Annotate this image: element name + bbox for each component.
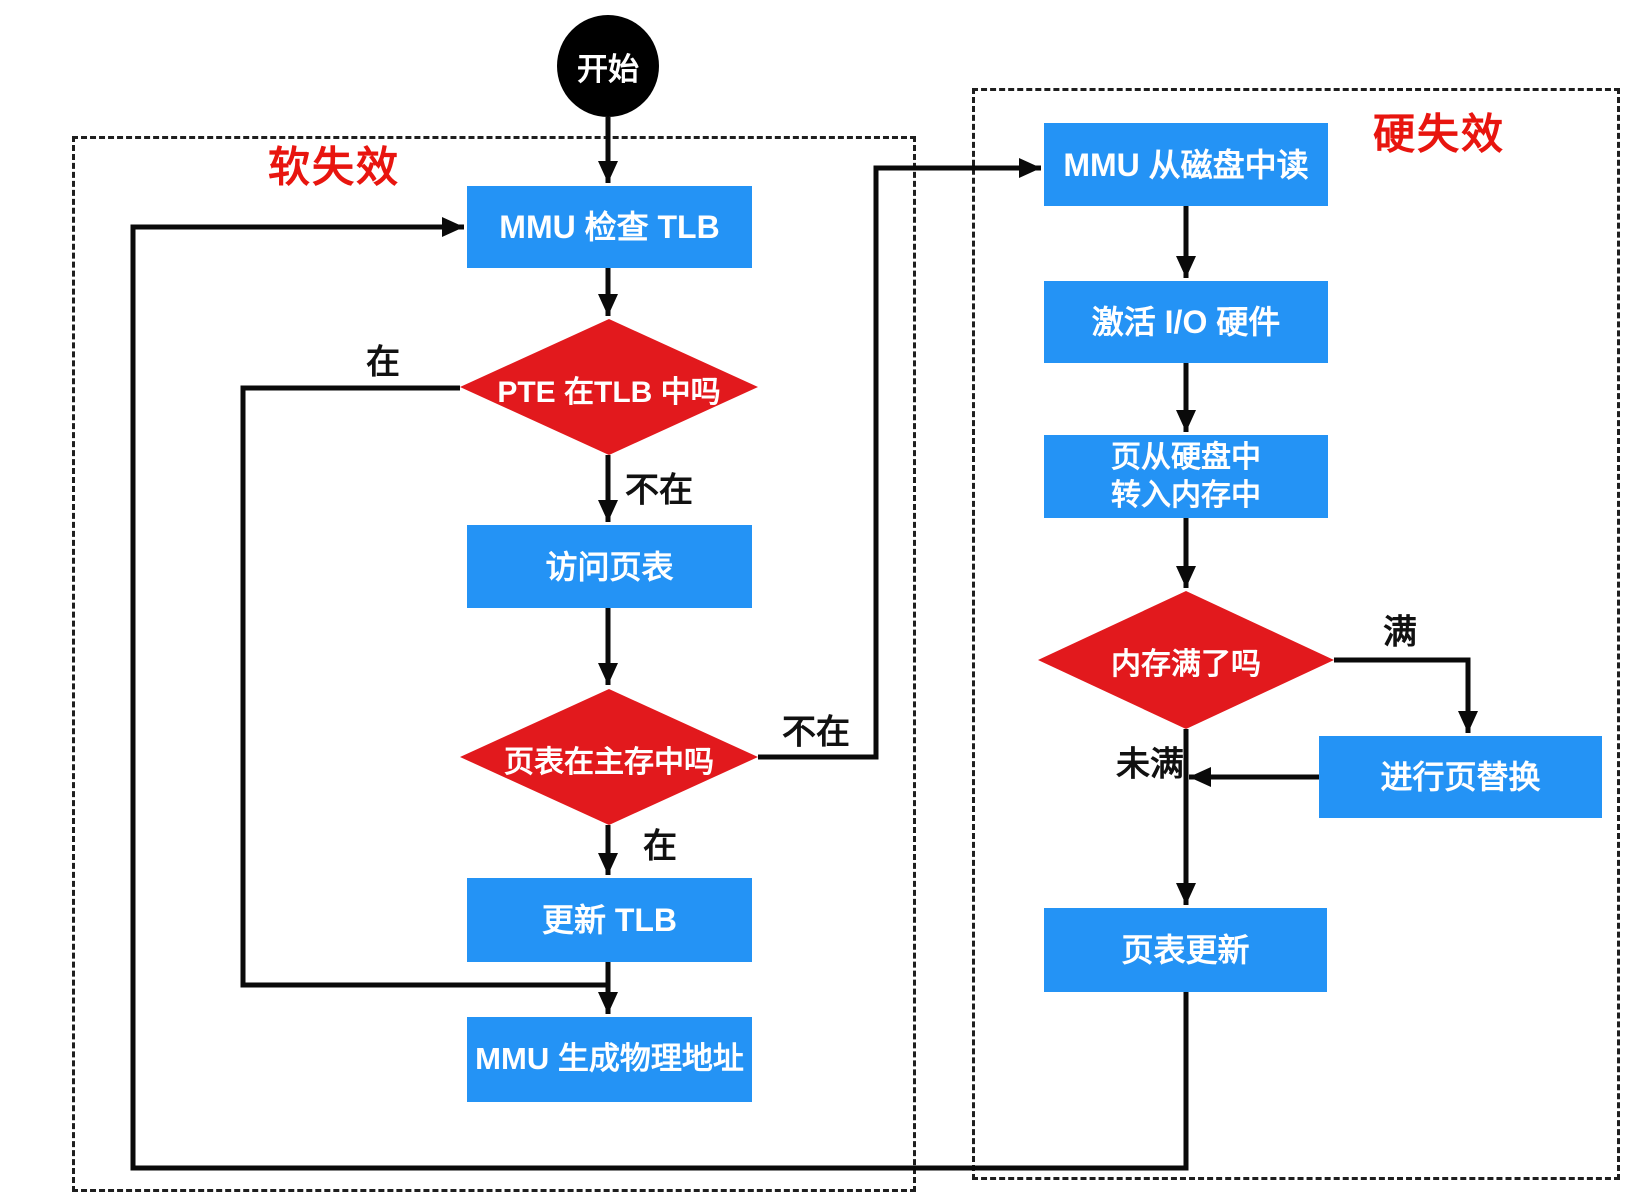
node-page-to-memory-line2: 转入内存中 <box>1111 478 1261 512</box>
node-access-page-table: 访问页表 <box>467 525 752 608</box>
region-hard-fault <box>972 88 1620 1180</box>
start-node: 开始 <box>557 15 659 117</box>
decision-memory-full-shape <box>1038 591 1334 729</box>
connector-loop-back-to-check-tlb <box>130 217 1189 1171</box>
region-soft-fault <box>72 136 916 1192</box>
node-page-replace: 进行页替换 <box>1319 736 1602 818</box>
decision-pte-in-tlb-text: PTE 在TLB 中吗 <box>497 376 721 409</box>
node-update-tlb: 更新 TLB <box>467 878 752 962</box>
edge-label-pt-present: 在 <box>643 827 677 866</box>
node-gen-physical-address: MMU 生成物理地址 <box>467 1017 752 1102</box>
node-page-to-memory-line1: 页从硬盘中 <box>1111 441 1261 474</box>
decision-pt-in-memory-shape <box>460 689 758 825</box>
edge-label-pt-absent: 不在 <box>782 713 850 752</box>
connector-pt-absent-to-read-disk <box>758 158 1041 760</box>
hard-fault-label: 硬失效 <box>1372 110 1506 158</box>
node-page-table-update: 页表更新 <box>1044 908 1327 992</box>
connector-tlb-hit-branch <box>240 385 608 988</box>
node-activate-io: 激活 I/O 硬件 <box>1044 281 1328 363</box>
decision-memory-full-text: 内存满了吗 <box>1111 648 1261 681</box>
node-page-to-memory: 页从硬盘中 转入内存中 <box>1044 435 1328 518</box>
decision-pt-in-memory-text: 页表在主存中吗 <box>504 746 714 779</box>
soft-fault-label: 软失效 <box>267 143 401 191</box>
connector-full-to-page-replace <box>1334 657 1478 733</box>
node-read-from-disk: MMU 从磁盘中读 <box>1044 123 1328 206</box>
decision-pte-in-tlb-shape <box>460 319 758 455</box>
edge-label-mem-full: 满 <box>1383 613 1417 652</box>
edge-label-mem-not-full: 未满 <box>1116 745 1184 784</box>
edge-label-tlb-hit: 在 <box>366 343 400 382</box>
edge-label-tlb-miss: 不在 <box>625 471 693 510</box>
node-check-tlb: MMU 检查 TLB <box>467 186 752 268</box>
